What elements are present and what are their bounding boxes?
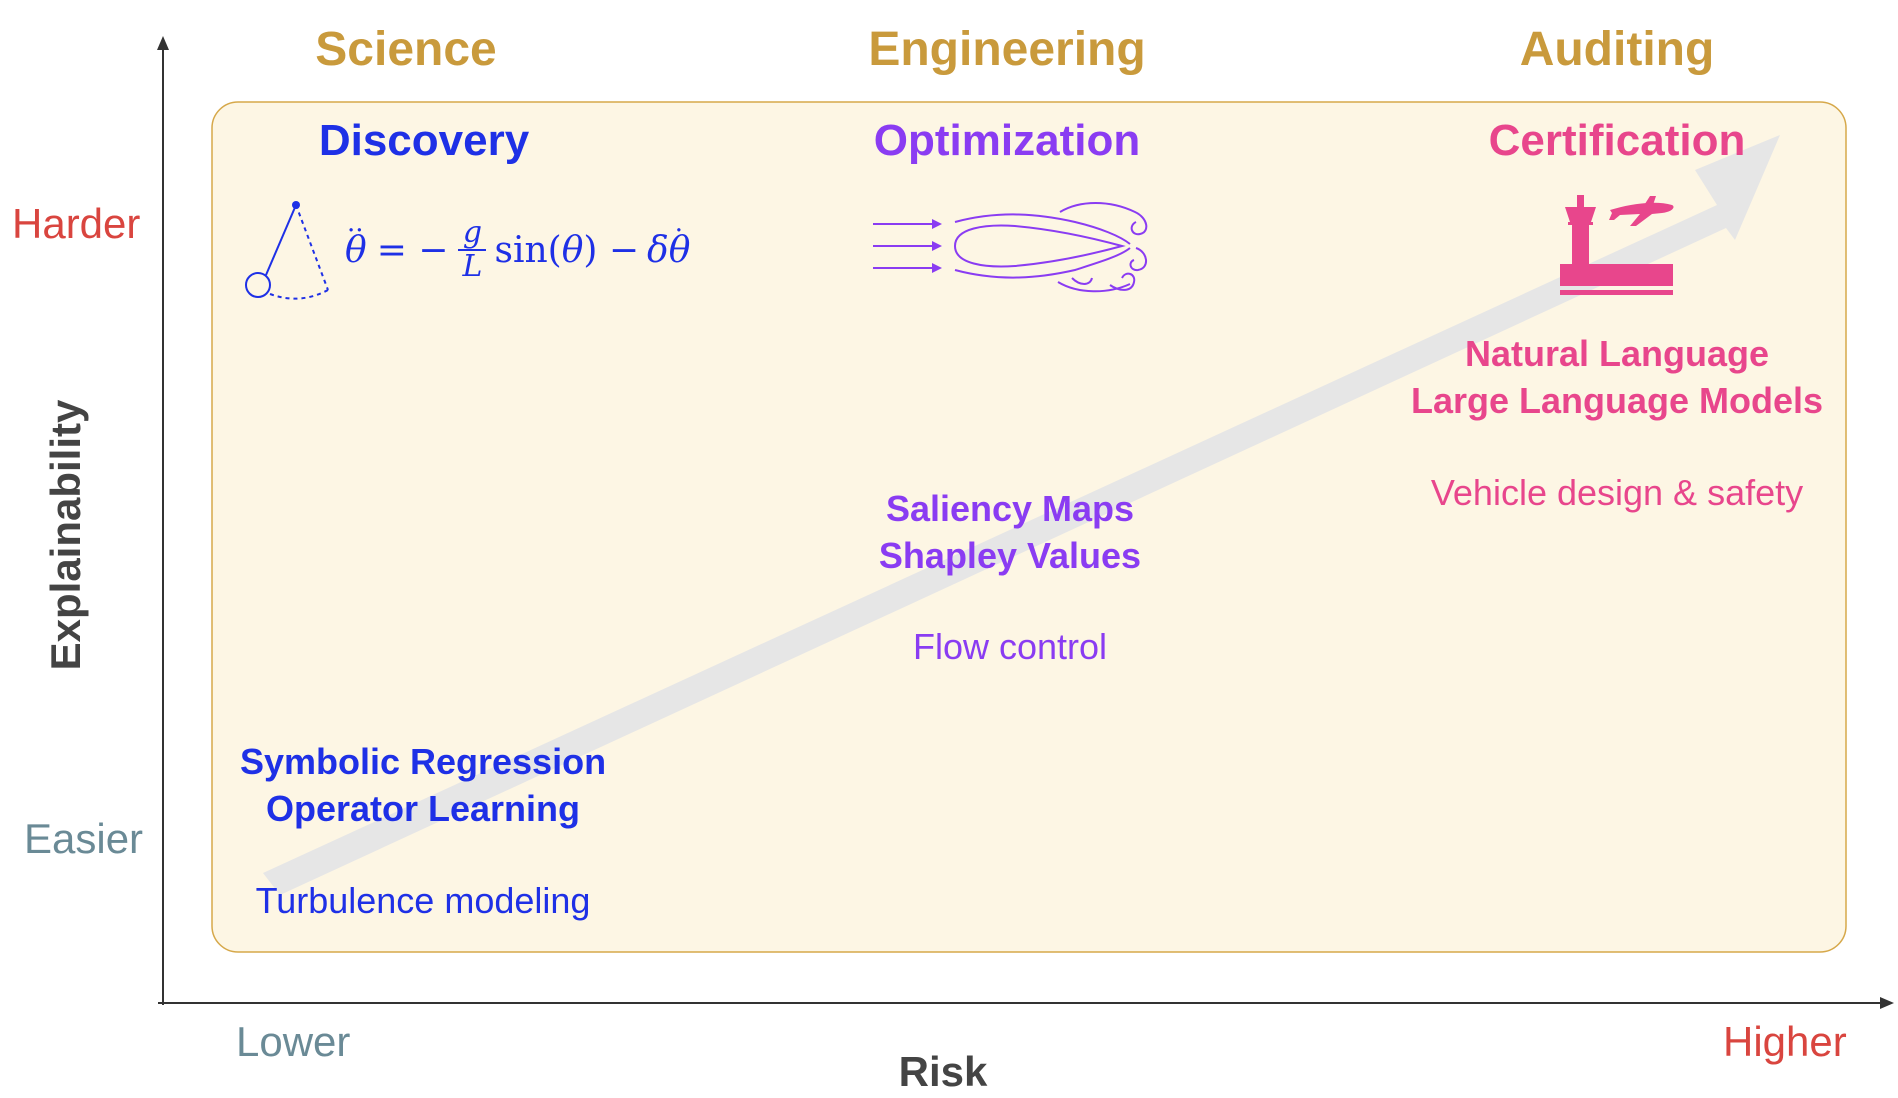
- usecase-turbulence-modeling: Turbulence modeling: [255, 880, 591, 921]
- application-certification: Certification: [1488, 116, 1746, 165]
- domain-science: Science: [315, 23, 497, 76]
- x-high-label: Higher: [1723, 1018, 1847, 1065]
- trend-arrow: [263, 135, 1780, 895]
- domain-engineering: Engineering: [868, 23, 1146, 76]
- application-discovery: Discovery: [318, 116, 530, 165]
- y-low-label: Easier: [24, 815, 144, 862]
- x-axis-title: Risk: [898, 1048, 988, 1095]
- usecase-flow-control: Flow control: [912, 626, 1108, 667]
- method-symbolic-regression: Symbolic Regression: [239, 741, 607, 782]
- usecase-vehicle-design-safety: Vehicle design & safety: [1430, 472, 1804, 513]
- method-shapley-values: Shapley Values: [878, 535, 1142, 576]
- y-axis-title: Explainability: [42, 399, 89, 671]
- x-axis-arrowhead: [1880, 997, 1894, 1009]
- y-high-label: Harder: [12, 200, 141, 247]
- control-tower-airplane-icon: [1560, 195, 1674, 295]
- y-axis-arrowhead: [157, 36, 169, 50]
- method-saliency-maps: Saliency Maps: [885, 488, 1135, 529]
- method-large-language-models: Large Language Models: [1410, 380, 1824, 421]
- method-natural-language: Natural Language: [1464, 333, 1770, 374]
- airfoil-flow-icon: [873, 202, 1148, 293]
- x-low-label: Lower: [236, 1018, 351, 1065]
- pendulum-icon: [245, 201, 329, 300]
- domain-auditing: Auditing: [1519, 23, 1715, 76]
- application-optimization: Optimization: [873, 116, 1141, 165]
- method-operator-learning: Operator Learning: [265, 788, 581, 829]
